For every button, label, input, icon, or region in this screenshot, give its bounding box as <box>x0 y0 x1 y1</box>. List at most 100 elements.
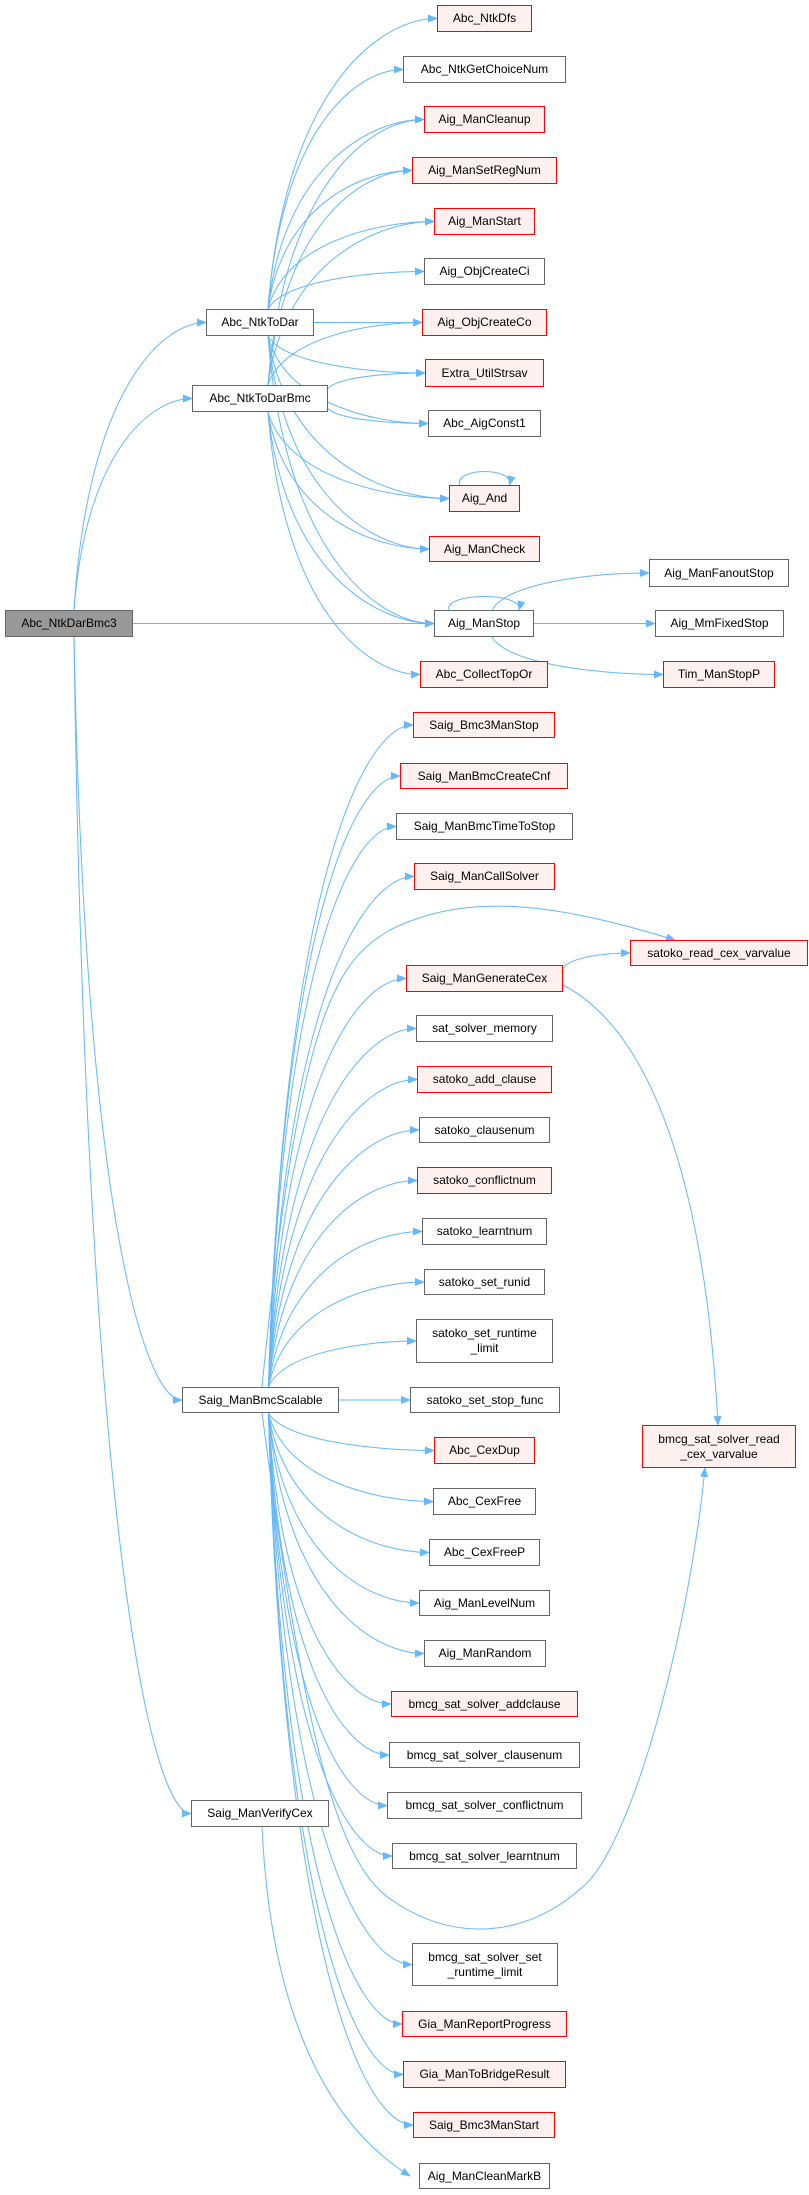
edge-scalable-to-runid <box>268 1278 425 1388</box>
node-progress[interactable]: Gia_ManReportProgress <box>402 2011 567 2037</box>
node-createci[interactable]: Aig_ObjCreateCi <box>424 258 545 285</box>
node-cexdup[interactable]: Abc_CexDup <box>434 1437 535 1464</box>
node-bconflictnum[interactable]: bmcg_sat_solver_conflictnum <box>387 1792 582 1819</box>
edge-manstop-to-fanoutstop <box>491 569 650 611</box>
edge-todarbmc-to-strsav <box>327 369 426 389</box>
edge-todarbmc-to-mancheck <box>267 411 430 553</box>
node-bmcgread[interactable]: bmcg_sat_solver_read _cex_varvalue <box>642 1425 796 1468</box>
edge-todarbmc-to-manstop <box>267 411 435 628</box>
node-gencex[interactable]: Saig_ManGenerateCex <box>406 965 563 992</box>
node-runtime[interactable]: satoko_set_runtime _limit <box>416 1319 553 1363</box>
node-topor[interactable]: Abc_CollectTopOr <box>420 661 548 688</box>
edge-verify-to-cleanmarkb <box>261 1826 411 2177</box>
node-satread[interactable]: satoko_read_cex_varvalue <box>630 940 808 966</box>
node-bmc3start[interactable]: Saig_Bmc3ManStart <box>413 2112 555 2138</box>
edge-scalable-to-timetostop <box>268 822 397 1388</box>
edge-scalable-to-bconflictnum <box>268 1412 388 1810</box>
node-root: Abc_NtkDarBmc3 <box>5 610 133 637</box>
node-strsav[interactable]: Extra_UtilStrsav <box>425 359 544 387</box>
edge-todarbmc-to-topor <box>267 411 421 679</box>
node-ntkdfs[interactable]: Abc_NtkDfs <box>437 5 532 32</box>
node-verify[interactable]: Saig_ManVerifyCex <box>191 1800 329 1827</box>
node-addclause[interactable]: satoko_add_clause <box>417 1066 552 1093</box>
node-const1[interactable]: Abc_AigConst1 <box>428 410 541 437</box>
node-createco[interactable]: Aig_ObjCreateCo <box>422 309 547 336</box>
edge-scalable-to-satread <box>261 905 676 1388</box>
node-baddclause[interactable]: bmcg_sat_solver_addclause <box>391 1691 578 1717</box>
edge-scalable-to-callsolver <box>268 872 415 1388</box>
node-manstop[interactable]: Aig_ManStop <box>434 610 534 637</box>
node-choice[interactable]: Abc_NtkGetChoiceNum <box>403 56 566 83</box>
edge-scalable-to-progress <box>268 1412 403 2028</box>
edge-todar-to-cleanup <box>267 115 425 310</box>
edge-scalable-to-levelnum <box>268 1412 420 1607</box>
edge-scalable-to-random <box>268 1412 425 1658</box>
edge-todarbmc-to-and <box>267 411 450 503</box>
node-setreg[interactable]: Aig_ManSetRegNum <box>412 157 557 184</box>
edge-root-to-todarbmc <box>73 394 193 611</box>
edge-todar-to-manstop <box>267 335 435 628</box>
node-blearntnum[interactable]: bmcg_sat_solver_learntnum <box>392 1843 577 1869</box>
node-bruntime[interactable]: bmcg_sat_solver_set _runtime_limit <box>412 1943 558 1986</box>
node-mmfixed[interactable]: Aig_MmFixedStop <box>655 610 784 637</box>
node-todarbmc[interactable]: Abc_NtkToDarBmc <box>192 385 328 412</box>
node-clausenum[interactable]: satoko_clausenum <box>419 1117 550 1143</box>
edge-todarbmc-to-createco <box>267 318 423 386</box>
node-createcnf[interactable]: Saig_ManBmcCreateCnf <box>400 763 568 789</box>
node-bclausenum[interactable]: bmcg_sat_solver_clausenum <box>389 1742 580 1768</box>
node-callsolver[interactable]: Saig_ManCallSolver <box>414 863 555 890</box>
edge-scalable-to-runtime <box>268 1337 417 1388</box>
edge-scalable-to-addclause <box>268 1075 418 1388</box>
node-levelnum[interactable]: Aig_ManLevelNum <box>419 1590 550 1616</box>
node-learntnum[interactable]: satoko_learntnum <box>422 1218 547 1245</box>
node-fanoutstop[interactable]: Aig_ManFanoutStop <box>649 559 789 587</box>
edge-todar-to-and <box>267 335 450 503</box>
edge-scalable-to-bmcgread <box>261 1412 709 1930</box>
edge-todar-to-createci <box>267 267 425 310</box>
node-timstop[interactable]: Tim_ManStopP <box>663 661 775 688</box>
edge-todar-to-const1 <box>267 335 429 428</box>
edge-todarbmc-to-const1 <box>327 408 429 428</box>
node-cexfreep[interactable]: Abc_CexFreeP <box>429 1539 540 1566</box>
edge-scalable-to-blearntnum <box>268 1412 393 1860</box>
node-scalable[interactable]: Saig_ManBmcScalable <box>182 1387 339 1413</box>
edge-todar-to-setreg <box>267 166 413 310</box>
edge-scalable-to-satmem <box>268 1024 417 1388</box>
node-random[interactable]: Aig_ManRandom <box>424 1640 546 1667</box>
node-bmc3stop[interactable]: Saig_Bmc3ManStop <box>413 712 555 738</box>
edge-todar-to-manstart <box>267 217 435 310</box>
edge-scalable-to-cexdup <box>268 1412 435 1455</box>
node-conflictnum[interactable]: satoko_conflictnum <box>417 1167 552 1194</box>
node-cleanmarkb[interactable]: Aig_ManCleanMarkB <box>419 2163 550 2189</box>
edge-manstop-to-manstop <box>448 596 526 611</box>
edge-scalable-to-cexfreep <box>268 1412 430 1557</box>
node-cexfree[interactable]: Abc_CexFree <box>433 1488 536 1515</box>
edge-scalable-to-bruntime <box>268 1412 413 1969</box>
edge-root-to-verify <box>73 636 192 1818</box>
edge-scalable-to-learntnum <box>268 1227 423 1388</box>
edge-scalable-to-baddclause <box>268 1412 392 1708</box>
edge-gencex-to-bmcgread <box>562 984 722 1426</box>
node-todar[interactable]: Abc_NtkToDar <box>206 309 314 336</box>
node-timetostop[interactable]: Saig_ManBmcTimeToStop <box>396 813 573 840</box>
edge-root-to-todar <box>73 318 207 611</box>
node-satmem[interactable]: sat_solver_memory <box>416 1015 553 1042</box>
edge-scalable-to-cexfree <box>268 1412 434 1506</box>
edge-scalable-to-clausenum <box>268 1126 420 1388</box>
edge-todarbmc-to-cleanup <box>267 115 425 386</box>
edge-scalable-to-bmc3stop <box>268 721 414 1388</box>
edge-manstop-to-timstop <box>491 636 664 679</box>
node-runid[interactable]: satoko_set_runid <box>424 1269 545 1295</box>
node-manstart[interactable]: Aig_ManStart <box>434 208 535 235</box>
edge-scalable-to-gencex <box>268 974 407 1388</box>
edge-gencex-to-satread <box>562 949 631 969</box>
node-cleanup[interactable]: Aig_ManCleanup <box>424 106 545 133</box>
edge-scalable-to-createcnf <box>268 772 401 1388</box>
node-mancheck[interactable]: Aig_ManCheck <box>429 536 540 562</box>
edge-todar-to-choice <box>267 65 404 310</box>
edge-scalable-to-bridge <box>268 1412 404 2079</box>
node-stopfunc[interactable]: satoko_set_stop_func <box>410 1387 560 1413</box>
node-and[interactable]: Aig_And <box>449 485 520 512</box>
node-bridge[interactable]: Gia_ManToBridgeResult <box>403 2061 566 2088</box>
